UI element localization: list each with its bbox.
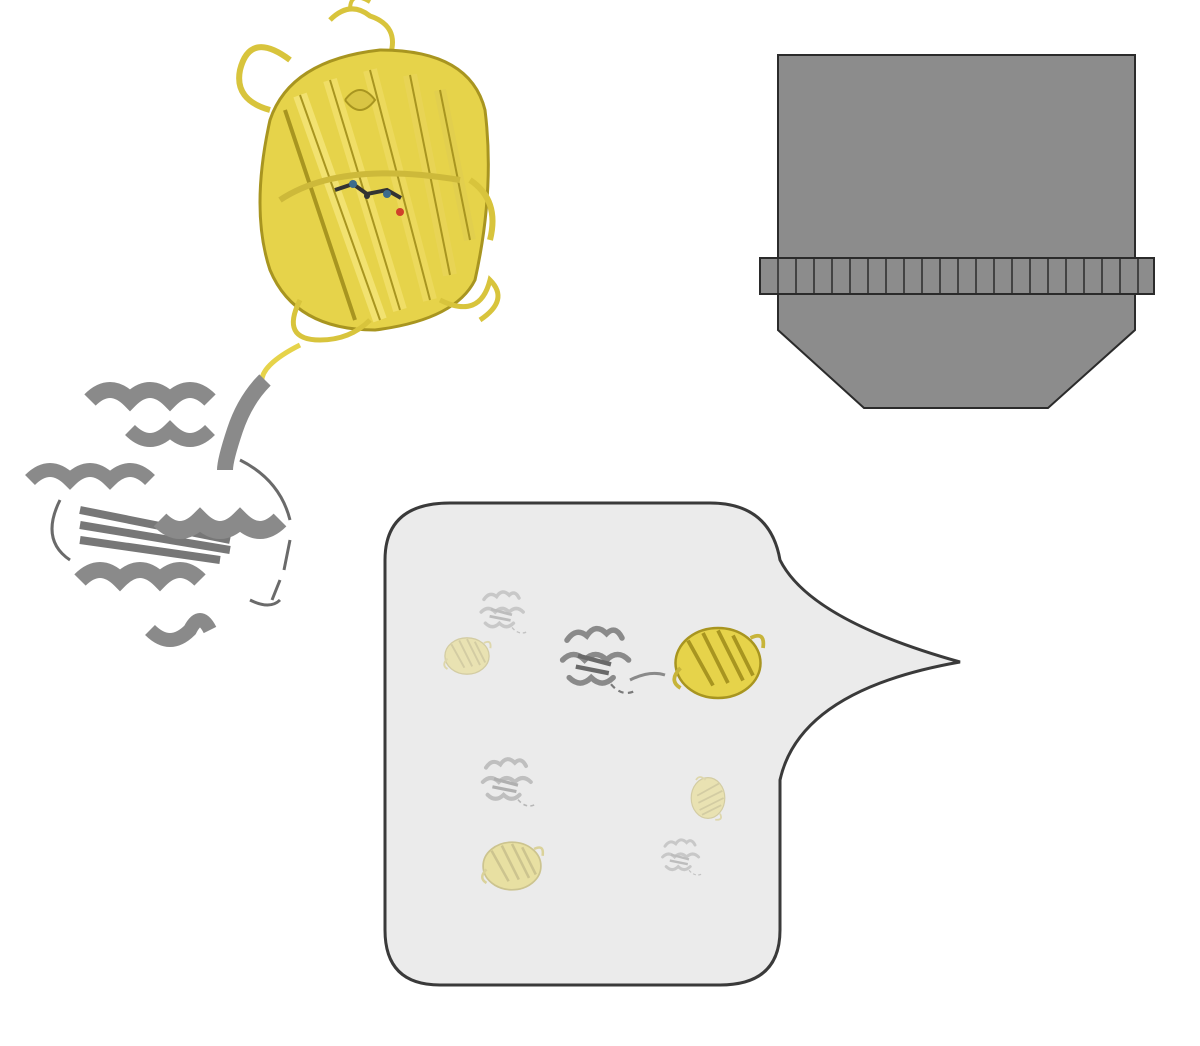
magnified-inset	[383, 501, 961, 987]
microscope-objective	[759, 54, 1155, 409]
large-fusion-protein	[25, 0, 501, 647]
focused-beam	[885, 410, 1025, 950]
objective-body	[777, 54, 1136, 409]
inset-callout-bubble	[383, 501, 961, 987]
chromophore	[334, 180, 404, 216]
inset-molecule-in-focus	[563, 628, 766, 700]
binding-domain	[25, 374, 292, 647]
objective-knurled-ring	[759, 257, 1155, 295]
linker	[259, 342, 302, 386]
fluorescent-protein-barrel	[236, 0, 501, 343]
